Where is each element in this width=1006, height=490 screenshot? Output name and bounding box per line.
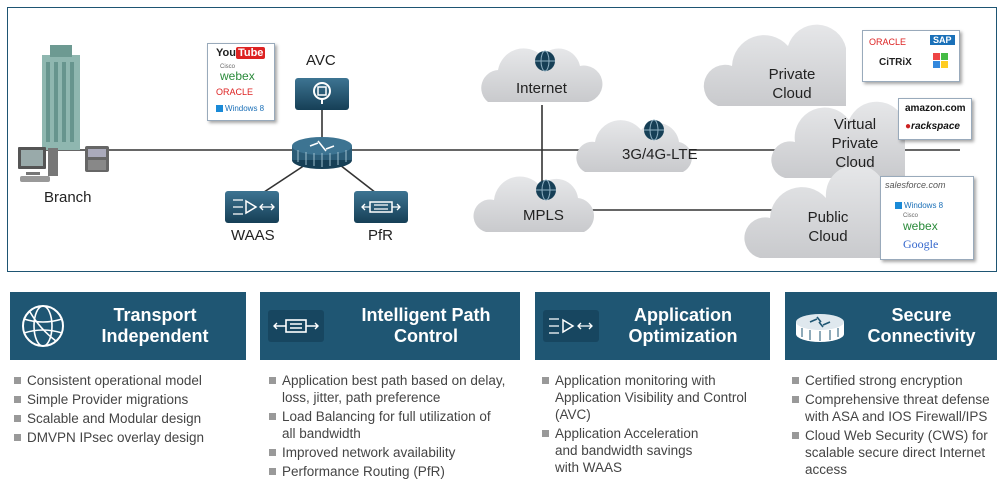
private-cloud-label: Private Cloud <box>768 66 816 102</box>
list-item: Consistent operational model <box>13 372 249 389</box>
router-icon <box>796 314 844 342</box>
google-logo: Google <box>903 237 939 251</box>
globe-icon <box>22 305 64 347</box>
citrix-logo: CiTRiX <box>879 57 912 68</box>
private-cloud <box>703 24 846 106</box>
diagram-graphics <box>18 24 960 258</box>
waas-label: WAAS <box>231 227 275 244</box>
list-item: Application monitoring with Application … <box>541 372 755 423</box>
avc-device-icon <box>295 78 349 110</box>
internet-cloud <box>481 48 603 102</box>
pillar-bullets-app-optimization: Application monitoring with Application … <box>541 372 755 478</box>
private-apps-box: ORACLE SAP CiTRiX <box>862 30 960 82</box>
list-item: Certified strong encryption <box>791 372 997 389</box>
virtual-private-cloud <box>771 101 905 178</box>
cisco-label: Cisco <box>220 64 236 70</box>
pfr-icon <box>268 310 324 342</box>
mpls-cloud <box>473 176 594 232</box>
public-cloud-label: Public Cloud <box>807 209 849 245</box>
list-item: Scalable and Modular design <box>13 410 249 427</box>
pfr-label: PfR <box>368 227 394 244</box>
phone-icon <box>85 146 109 172</box>
branch-label: Branch <box>44 189 92 206</box>
public-cloud <box>744 164 886 258</box>
webex-logo: webex <box>220 69 255 83</box>
list-item: Application best path based on delay, lo… <box>268 372 526 406</box>
list-item: Simple Provider migrations <box>13 391 249 408</box>
virtual-apps-box: amazon.com ●rackspace <box>898 98 972 140</box>
virtual-private-cloud-label: Virtual Private Cloud <box>831 116 879 171</box>
router-firewall-icon <box>292 137 352 169</box>
windows-logo: Windows 8 <box>895 201 943 210</box>
salesforce-logo: salesforce.com <box>885 180 946 190</box>
list-item: Performance Routing (PfR) <box>268 463 526 480</box>
list-item: Comprehensive threat defense with ASA an… <box>791 391 997 425</box>
waas-icon <box>543 310 599 342</box>
internet-label: Internet <box>516 80 567 97</box>
mpls-label: MPLS <box>523 207 564 224</box>
windows-flag-icon <box>933 53 949 74</box>
sap-logo: SAP <box>930 35 955 45</box>
pillar-bullets-secure: Certified strong encryption Comprehensiv… <box>791 372 997 480</box>
list-item: Cloud Web Security (CWS) for scalable se… <box>791 427 997 478</box>
pillar-bullets-path-control: Application best path based on delay, lo… <box>268 372 526 482</box>
list-item: DMVPN IPsec overlay design <box>13 429 249 446</box>
list-item: Application Acceleration and bandwidth s… <box>541 425 755 476</box>
oracle-logo: ORACLE <box>869 37 907 47</box>
pfr-device-icon <box>354 191 408 223</box>
webex-logo: webex <box>903 219 938 233</box>
rackspace-logo: ●rackspace <box>905 121 960 132</box>
avc-label: AVC <box>306 52 336 69</box>
computer-icon <box>18 147 58 182</box>
list-item: Improved network availability <box>268 444 526 461</box>
cisco-label: Cisco <box>903 213 919 219</box>
lte-label: 3G/4G-LTE <box>622 146 698 163</box>
amazon-logo: amazon.com <box>905 103 966 114</box>
network-diagram <box>7 7 997 272</box>
building-icon <box>42 45 80 150</box>
oracle-logo: ORACLE <box>216 87 254 97</box>
windows-logo: Windows 8 <box>216 104 264 113</box>
pillar-bullets-transport: Consistent operational model Simple Prov… <box>13 372 249 448</box>
list-item: Load Balancing for full utilization of a… <box>268 408 526 442</box>
public-apps-box: salesforce.com Windows 8 Cisco webex Goo… <box>880 176 974 260</box>
waas-device-icon <box>225 191 279 223</box>
